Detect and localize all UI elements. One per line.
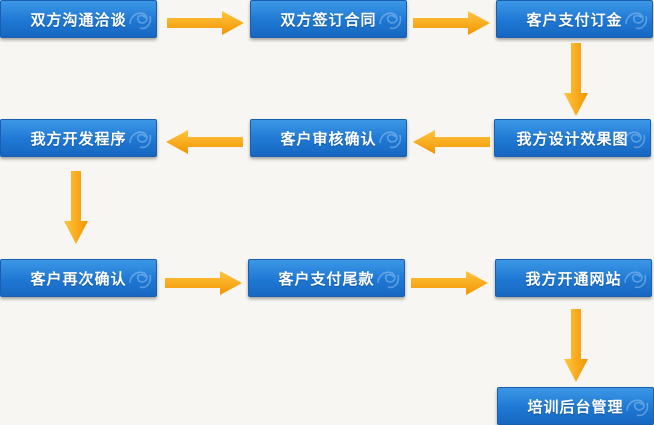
swirl-decoration-icon (129, 12, 152, 30)
step-admin-training: 培训后台管理 (497, 387, 654, 425)
swirl-decoration-icon (129, 271, 152, 289)
step-label: 我方开发程序 (30, 129, 127, 148)
arrow-left-icon (413, 130, 490, 154)
arrow-left-icon (166, 130, 243, 154)
arrow-right-icon (411, 271, 488, 295)
step-label: 双方签订合同 (280, 10, 377, 29)
step-label: 客户审核确认 (280, 129, 377, 148)
step-develop-program: 我方开发程序 (0, 119, 157, 157)
swirl-decoration-icon (625, 12, 648, 30)
arrow-down-icon (564, 43, 588, 116)
step-pay-deposit: 客户支付订金 (496, 0, 653, 38)
step-label: 培训后台管理 (527, 397, 624, 416)
swirl-decoration-icon (379, 131, 402, 149)
swirl-decoration-icon (624, 271, 647, 289)
step-negotiation: 双方沟通洽谈 (0, 0, 157, 38)
arrow-right-icon (165, 271, 242, 295)
step-client-reconfirm: 客户再次确认 (0, 259, 157, 297)
arrow-down-icon (564, 309, 588, 382)
step-label: 双方沟通洽谈 (30, 10, 127, 29)
step-label: 我方设计效果图 (516, 129, 629, 148)
arrow-right-icon (167, 11, 244, 35)
swirl-decoration-icon (377, 271, 400, 289)
swirl-decoration-icon (379, 12, 402, 30)
step-pay-balance: 客户支付尾款 (248, 259, 405, 297)
swirl-decoration-icon (129, 131, 152, 149)
step-client-review: 客户审核确认 (250, 119, 407, 157)
step-label: 客户支付订金 (526, 10, 623, 29)
step-label: 我方开通网站 (525, 269, 622, 288)
step-sign-contract: 双方签订合同 (250, 0, 407, 38)
step-design-mockup: 我方设计效果图 (494, 119, 651, 157)
arrow-right-icon (413, 11, 490, 35)
arrow-down-icon (64, 171, 88, 244)
step-label: 客户支付尾款 (278, 269, 375, 288)
step-launch-site: 我方开通网站 (495, 259, 652, 297)
swirl-decoration-icon (626, 399, 649, 417)
step-label: 客户再次确认 (30, 269, 127, 288)
